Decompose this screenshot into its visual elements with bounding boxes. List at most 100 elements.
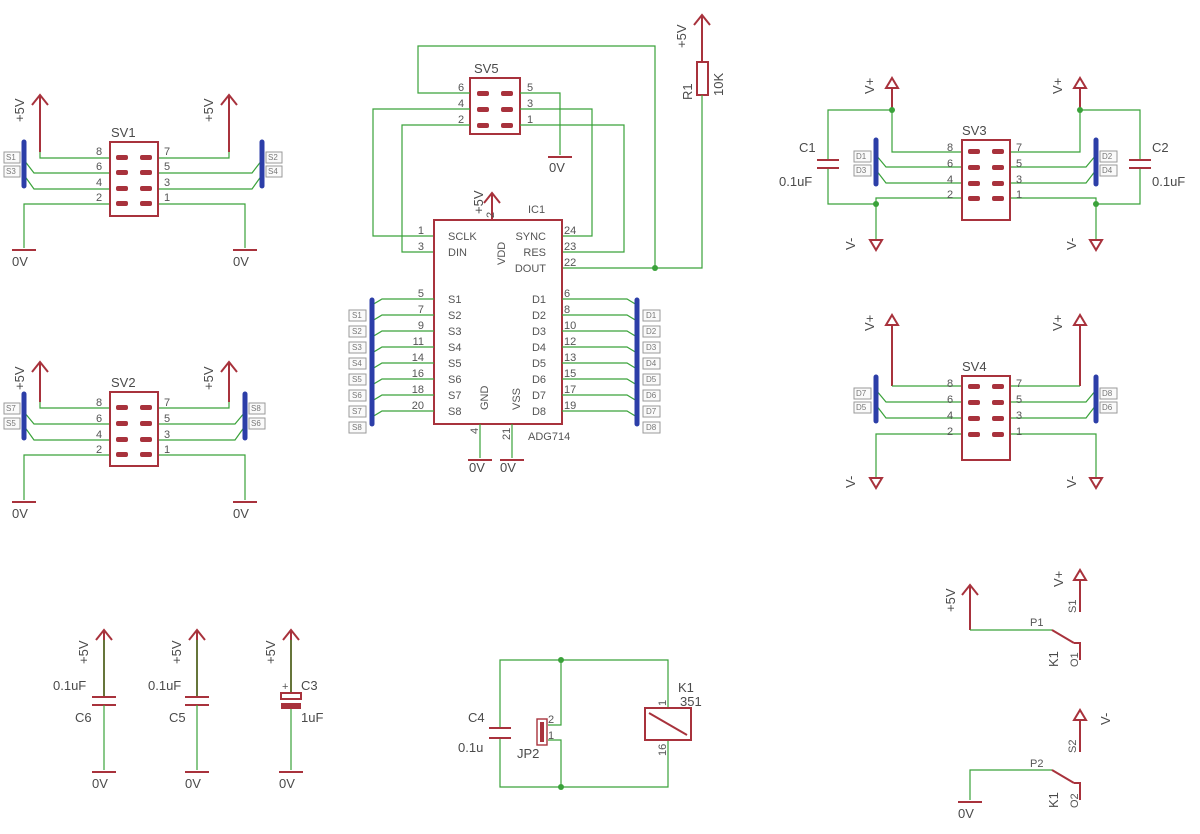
flag-ic-d6: D6 — [642, 389, 661, 402]
svg-text:S2: S2 — [268, 153, 278, 162]
capacitor-c2: C2 0.1uF — [1129, 140, 1185, 189]
svg-text:V-: V- — [843, 238, 858, 250]
svg-text:0V: 0V — [233, 506, 249, 521]
ic-pin-number: 18 — [412, 384, 424, 396]
resistor-r1: +5V R1 10K — [562, 13, 726, 271]
svg-text:D1: D1 — [856, 152, 867, 161]
svg-text:V-: V- — [1064, 476, 1079, 488]
svg-text:+5V: +5V — [201, 366, 216, 390]
svg-text:1uF: 1uF — [301, 710, 323, 725]
svg-text:8: 8 — [96, 397, 102, 409]
flag-sv2-s7: S7 — [3, 402, 21, 415]
svg-text:0.1uF: 0.1uF — [779, 174, 812, 189]
svg-text:C3: C3 — [301, 678, 318, 693]
svg-text:4: 4 — [96, 177, 102, 189]
ic-pin-number: 12 — [564, 336, 576, 348]
svg-text:VDD: VDD — [496, 242, 508, 265]
svg-text:S1: S1 — [6, 153, 16, 162]
svg-text:3: 3 — [1016, 174, 1022, 186]
ground-sv2-left: 0V — [12, 501, 36, 521]
svg-text:D5: D5 — [646, 375, 657, 384]
svg-text:S5: S5 — [6, 419, 16, 428]
relay-contact-2: 0V V- P2 S2 O2 K1 — [958, 708, 1113, 821]
svg-text:4: 4 — [947, 174, 953, 186]
svg-text:1: 1 — [548, 730, 554, 742]
flag-ic-s1: S1 — [348, 309, 367, 322]
svg-text:+: + — [282, 681, 288, 693]
svg-text:6: 6 — [458, 82, 464, 94]
svg-text:3: 3 — [527, 98, 533, 110]
svg-text:4: 4 — [96, 429, 102, 441]
flag-sv3-d1: D1 — [853, 150, 872, 163]
flag-sv2-s8: S8 — [248, 402, 266, 415]
ic-pin-number: 20 — [412, 400, 424, 412]
svg-text:SV3: SV3 — [962, 123, 987, 138]
ic-pin-number: 11 — [413, 336, 424, 348]
svg-text:5: 5 — [164, 413, 170, 425]
svg-text:C5: C5 — [169, 710, 186, 725]
ic-pin-number: 3 — [418, 241, 424, 253]
svg-text:2: 2 — [96, 444, 102, 456]
supply-vminus-sv3-left: V- — [843, 238, 884, 252]
svg-text:3: 3 — [164, 177, 170, 189]
ic-pin-name: DIN — [448, 247, 467, 259]
svg-text:4: 4 — [947, 410, 953, 422]
svg-text:5: 5 — [164, 161, 170, 173]
supply-5v-sv1-left: +5V — [12, 93, 49, 152]
ground-sv1-left: 0V — [12, 249, 36, 269]
svg-text:7: 7 — [1016, 142, 1022, 154]
svg-text:0V: 0V — [958, 806, 974, 821]
supply-vplus-sv4-right: V+ — [1050, 313, 1088, 386]
svg-text:C4: C4 — [468, 710, 485, 725]
svg-text:2: 2 — [947, 189, 953, 201]
svg-text:21: 21 — [501, 428, 513, 440]
ic-pin-number: 15 — [564, 368, 576, 380]
ic-pin-d2: 8D2 — [532, 304, 638, 322]
ic-pin-name: DOUT — [515, 263, 546, 275]
svg-text:6: 6 — [96, 161, 102, 173]
supply-5v-sv2-left: +5V — [12, 360, 49, 402]
flag-sv4-d6: D6 — [1099, 401, 1118, 414]
ic-pin-number: 22 — [564, 257, 576, 269]
svg-text:D4: D4 — [1102, 166, 1113, 175]
svg-text:D8: D8 — [1102, 389, 1113, 398]
ic-pin-name: SCLK — [448, 231, 477, 243]
supply-5v-sv1-right: +5V — [201, 93, 238, 152]
svg-text:SV5: SV5 — [474, 61, 499, 76]
supply-5v-sv2-right: +5V — [201, 360, 238, 402]
ic-pin-name: D1 — [532, 294, 546, 306]
flag-ic-s5: S5 — [348, 373, 367, 386]
flag-sv1-s1: S1 — [3, 151, 21, 164]
supply-vminus-sv4-right: V- — [1064, 476, 1104, 490]
svg-text:O2: O2 — [1069, 793, 1081, 808]
svg-text:+5V: +5V — [169, 640, 184, 664]
svg-text:C2: C2 — [1152, 140, 1169, 155]
ic-pin-name: D5 — [532, 358, 546, 370]
svg-text:P1: P1 — [1030, 617, 1043, 629]
svg-text:0.1uF: 0.1uF — [148, 678, 181, 693]
ic-pin-name: S8 — [448, 406, 461, 418]
svg-text:6: 6 — [947, 158, 953, 170]
svg-text:0.1uF: 0.1uF — [1152, 174, 1185, 189]
svg-text:7: 7 — [164, 397, 170, 409]
svg-text:6: 6 — [96, 413, 102, 425]
svg-text:0V: 0V — [279, 776, 295, 791]
svg-text:16: 16 — [657, 744, 669, 756]
flag-ic-d8: D8 — [642, 421, 661, 434]
svg-text:2: 2 — [947, 426, 953, 438]
ic-pin-name: RES — [523, 247, 546, 259]
ic-pin-name: D7 — [532, 390, 546, 402]
svg-text:D8: D8 — [646, 423, 657, 432]
flag-sv4-d5: D5 — [853, 401, 872, 414]
svg-text:D3: D3 — [856, 166, 867, 175]
capacitor-c5: +5V 0.1uF C5 0V — [148, 628, 209, 791]
svg-text:R1: R1 — [680, 83, 695, 100]
svg-text:+5V: +5V — [943, 588, 958, 612]
